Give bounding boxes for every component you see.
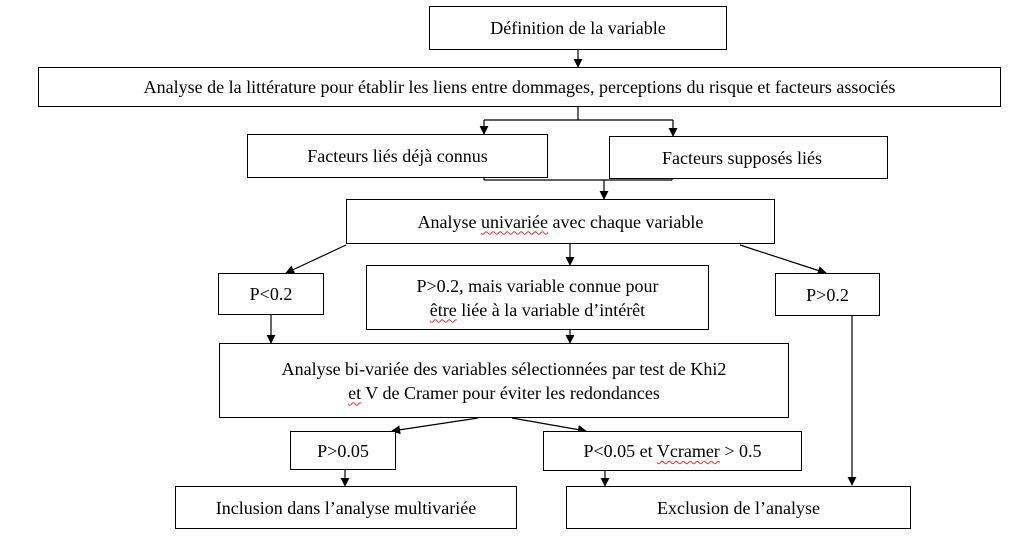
univariate-analysis-box: Analyse univariée avec chaque variable [346, 199, 775, 244]
arrow-bivariate-to-pcramer [511, 417, 587, 435]
literature-analysis-label: Analyse de la littérature pour établir l… [143, 77, 896, 97]
p-low-box: P<0.2 [218, 273, 324, 315]
definition-label: Définition de la variable [490, 18, 666, 38]
p-high-label: P>0.2 [806, 284, 849, 305]
p-known-variable-box: P>0.2, mais variable connue pour être li… [366, 265, 709, 330]
inclusion-box: Inclusion dans l’analyse multivariée [175, 486, 517, 529]
arrow-univariate-to-p-low [285, 244, 347, 274]
bivariate-line1: Analyse bi-variée des variables sélectio… [281, 358, 727, 379]
bivariate-line2: et V de Cramer pour éviter les redondanc… [348, 382, 660, 403]
definition-box: Définition de la variable [429, 6, 727, 50]
exclusion-label: Exclusion de l’analyse [657, 497, 820, 518]
known-factors-label: Facteurs liés déjà connus [307, 146, 488, 166]
p-005-box: P>0.05 [290, 431, 396, 470]
supposed-factors-box: Facteurs supposés liés [609, 136, 888, 179]
p-cramer-label: P<0.05 et Vcramer > 0.5 [583, 441, 762, 461]
arrow-bivariate-to-p005 [391, 417, 479, 435]
known-factors-box: Facteurs liés déjà connus [247, 134, 548, 178]
inclusion-label: Inclusion dans l’analyse multivariée [215, 497, 477, 518]
arrow-univariate-to-p-high [739, 244, 827, 275]
p-known-line2: être liée à la variable d’intérêt [429, 299, 646, 320]
p-005-label: P>0.05 [317, 440, 369, 461]
univariate-analysis-label: Analyse univariée avec chaque variable [417, 211, 704, 232]
p-cramer-box: P<0.05 et Vcramer > 0.5 [543, 431, 802, 471]
bivariate-analysis-box: Analyse bi-variée des variables sélectio… [219, 343, 789, 418]
p-high-box: P>0.2 [775, 273, 880, 316]
supposed-factors-label: Facteurs supposés liés [662, 147, 822, 168]
p-low-label: P<0.2 [249, 284, 293, 304]
p-known-line1: P>0.2, mais variable connue pour [416, 275, 659, 296]
exclusion-box: Exclusion de l’analyse [566, 486, 911, 529]
literature-analysis-box: Analyse de la littérature pour établir l… [38, 67, 1001, 107]
